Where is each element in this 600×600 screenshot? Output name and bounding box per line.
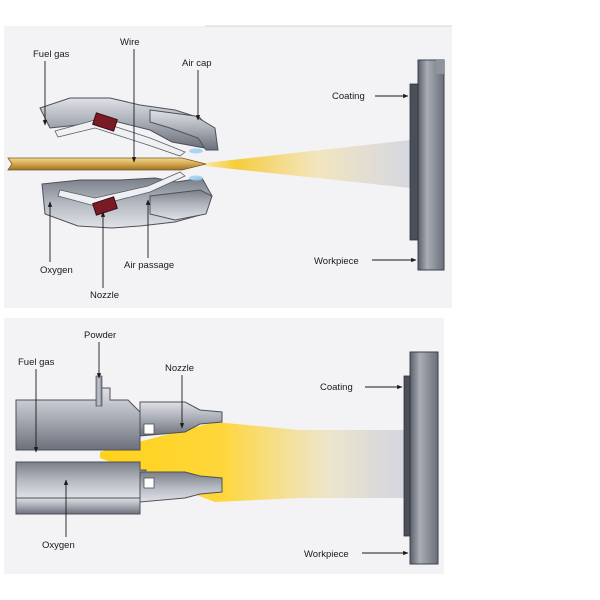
label-coating: Coating bbox=[332, 91, 365, 102]
label-coating: Coating bbox=[320, 382, 353, 393]
air-cap-lower bbox=[149, 189, 213, 221]
label-workpiece: Workpiece bbox=[314, 256, 359, 267]
workpiece-lip bbox=[436, 60, 444, 74]
air-cap-upper bbox=[149, 109, 219, 151]
nozzle-port-upper bbox=[143, 423, 155, 435]
label-nozzle: Nozzle bbox=[90, 290, 119, 301]
label-fuel-gas: Fuel gas bbox=[33, 49, 70, 60]
label-oxygen: Oxygen bbox=[42, 540, 75, 551]
powder-spray-panel: Powder Fuel gas Nozzle Coating Oxygen Wo… bbox=[4, 318, 444, 574]
flame-tip-upper bbox=[189, 148, 203, 154]
coating-layer bbox=[409, 83, 419, 241]
nozzle-port-lower bbox=[143, 477, 155, 489]
powder-feed-tube bbox=[95, 375, 103, 407]
nozzle-insert-lower bbox=[92, 196, 118, 216]
label-workpiece: Workpiece bbox=[304, 549, 349, 560]
spray-plume bbox=[205, 140, 410, 188]
coating-layer bbox=[403, 375, 411, 537]
wire-spray-panel: Fuel gas Wire Air cap Coating Oxygen Air… bbox=[4, 25, 452, 308]
workpiece-block bbox=[409, 351, 439, 565]
label-air-cap: Air cap bbox=[182, 58, 212, 69]
gun-body-lower bbox=[15, 461, 147, 499]
label-air-passage: Air passage bbox=[124, 260, 174, 271]
gun-body-base bbox=[15, 497, 141, 515]
label-powder: Powder bbox=[84, 330, 116, 341]
nozzle-upper bbox=[139, 401, 223, 437]
workpiece-block bbox=[417, 59, 445, 271]
label-wire: Wire bbox=[120, 37, 140, 48]
nozzle-lower bbox=[139, 471, 223, 503]
label-fuel-gas: Fuel gas bbox=[18, 357, 55, 368]
label-nozzle: Nozzle bbox=[165, 363, 194, 374]
nozzle-insert-upper bbox=[92, 112, 118, 132]
flame-tip-lower bbox=[189, 175, 203, 181]
wire-rod bbox=[7, 157, 207, 171]
label-oxygen: Oxygen bbox=[40, 265, 73, 276]
